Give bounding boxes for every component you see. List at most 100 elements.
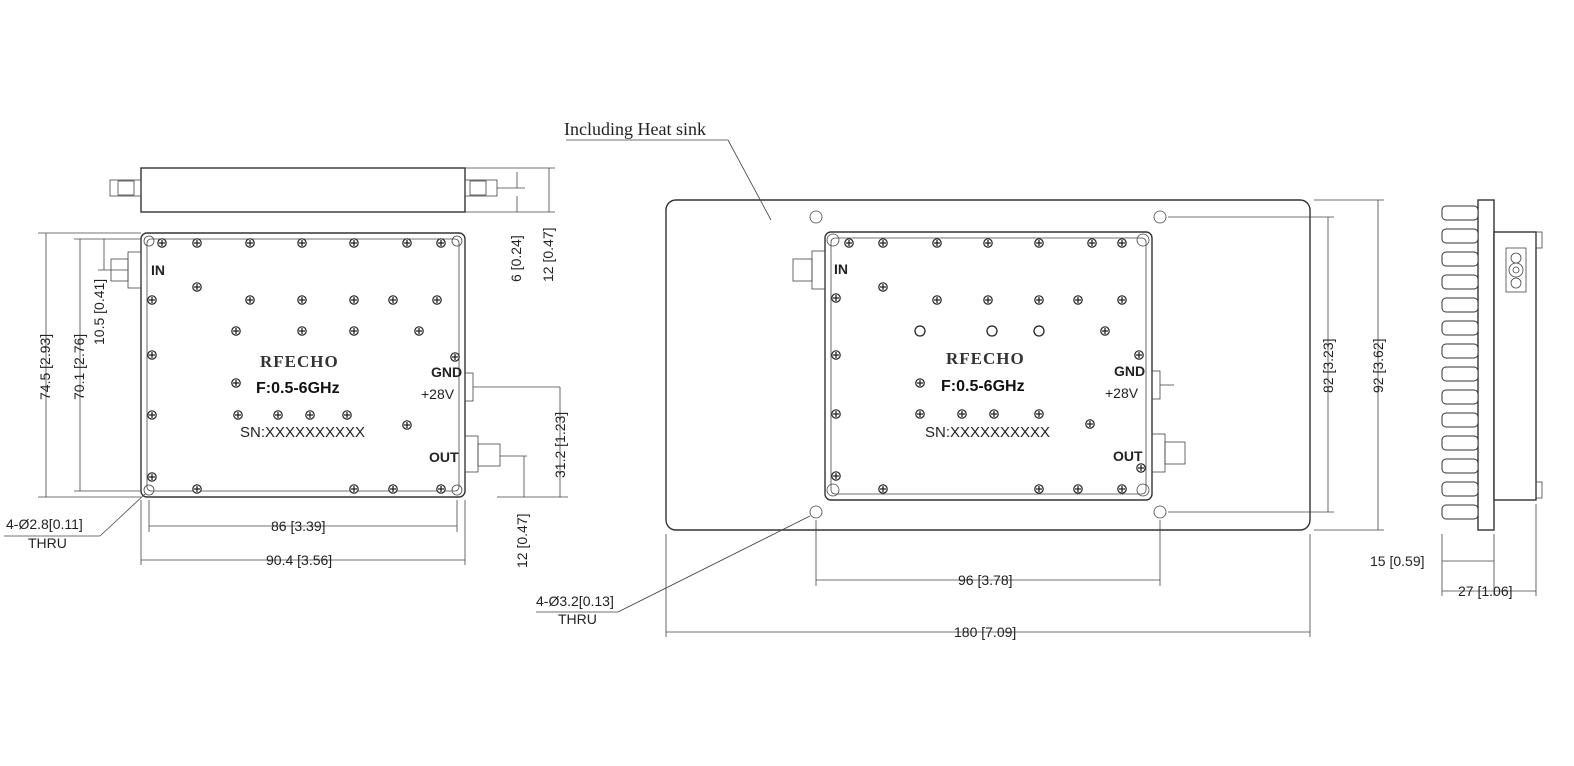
in-offset-dim: 10.5 [0.41]	[91, 279, 107, 345]
screw-cross	[434, 297, 440, 303]
screw-cross	[1089, 240, 1095, 246]
screw-cross	[275, 412, 281, 418]
screw-cross	[351, 328, 357, 334]
screw-cross	[1075, 297, 1081, 303]
heatsink-port-out-label: OUT	[1113, 448, 1143, 464]
screw-cross	[194, 240, 200, 246]
hole-callout-left: 4-Ø2.8[0.11]	[6, 516, 83, 532]
heatsink-module-screws	[831, 238, 1146, 494]
heatsink-module-brand: RFECHO	[946, 349, 1025, 368]
screw-cross	[934, 240, 940, 246]
side-height-dim: 12 [0.47]	[540, 228, 556, 283]
heatsink-fin	[1441, 228, 1479, 244]
screw-cross	[149, 474, 155, 480]
height-inner-dim: 70.1 [2.76]	[71, 334, 87, 400]
screw-cross	[404, 240, 410, 246]
screw-cross	[149, 297, 155, 303]
screw-cross	[194, 284, 200, 290]
mounting-hole	[1033, 325, 1045, 337]
height-total-dim: 74.5 [2.93]	[37, 334, 53, 400]
heatsink-fin	[1441, 274, 1479, 290]
heatsink-fin	[1441, 504, 1479, 520]
screw-cross	[404, 422, 410, 428]
screw-cross	[299, 297, 305, 303]
heatsink-fin	[1441, 251, 1479, 267]
screw-cross	[390, 297, 396, 303]
port-out-label: OUT	[429, 449, 459, 465]
screw-cross	[833, 295, 839, 301]
fin-depth-dim: 27 [1.06]	[1458, 583, 1513, 599]
screw-cross	[344, 412, 350, 418]
screw-cross	[149, 412, 155, 418]
screw-cross	[247, 297, 253, 303]
port-gnd-label: GND	[431, 364, 462, 380]
screw-cross	[1036, 240, 1042, 246]
heatsink-plate-view	[536, 139, 1384, 637]
screw-cross	[880, 240, 886, 246]
screw-cross	[1036, 411, 1042, 417]
heatsink-module-frequency: F:0.5-6GHz	[941, 378, 1025, 395]
module-screws	[147, 238, 460, 494]
heatsink-fin	[1441, 366, 1479, 382]
screw-cross	[985, 297, 991, 303]
screw-cross	[452, 354, 458, 360]
screw-cross	[880, 486, 886, 492]
plate-width-dim: 180 [7.09]	[954, 624, 1016, 640]
screw-cross	[235, 412, 241, 418]
screw-cross	[233, 380, 239, 386]
heatsink-port-gnd-label: GND	[1114, 363, 1145, 379]
screw-cross	[1119, 240, 1125, 246]
screw-cross	[1136, 352, 1142, 358]
module-serial: SN:XXXXXXXXXX	[240, 424, 365, 441]
screw-cross	[880, 284, 886, 290]
screw-cross	[1138, 465, 1144, 471]
heatsink-fin	[1441, 343, 1479, 359]
screw-cross	[917, 380, 923, 386]
mounting-hole	[986, 325, 998, 337]
module-brand: RFECHO	[260, 352, 339, 371]
heat-sink-note: Including Heat sink	[564, 119, 706, 139]
screw-cross	[1075, 486, 1081, 492]
screw-cross	[846, 240, 852, 246]
hole-spacing-y-dim: 82 [3.23]	[1320, 339, 1336, 394]
top-side-view	[109, 167, 555, 213]
screw-cross	[149, 352, 155, 358]
heatsink-fin	[1441, 320, 1479, 336]
width-total-dim: 90.4 [3.56]	[266, 552, 332, 568]
screw-cross	[1036, 297, 1042, 303]
heatsink-fin	[1441, 389, 1479, 405]
hole-spacing-x-dim: 96 [3.78]	[958, 572, 1013, 588]
screw-cross	[233, 328, 239, 334]
heatsink-port-power-label: +28V	[1105, 385, 1139, 401]
screw-cross	[1119, 486, 1125, 492]
heatsink-fin-side-view	[1441, 199, 1543, 596]
screw-cross	[991, 411, 997, 417]
screw-cross	[416, 328, 422, 334]
screw-cross	[1119, 297, 1125, 303]
screw-cross	[299, 328, 305, 334]
screw-cross	[1102, 328, 1108, 334]
heatsink-fin	[1441, 297, 1479, 313]
screw-cross	[833, 411, 839, 417]
port-in-label: IN	[151, 262, 165, 278]
heatsink-port-in-label: IN	[834, 261, 848, 277]
screw-cross	[159, 240, 165, 246]
plate-height-dim: 92 [3.62]	[1370, 339, 1386, 394]
fin-base-dim: 15 [0.59]	[1370, 553, 1425, 569]
port-power-label: +28V	[421, 386, 455, 402]
screw-cross	[194, 486, 200, 492]
screw-cross	[351, 297, 357, 303]
screw-cross	[1087, 421, 1093, 427]
heatsink-fin	[1441, 205, 1479, 221]
hole-callout-right: 4-Ø3.2[0.13]	[536, 593, 614, 609]
screw-cross	[247, 240, 253, 246]
module-frequency: F:0.5-6GHz	[256, 380, 340, 397]
left-dimension-lines	[4, 232, 568, 565]
screw-cross	[307, 412, 313, 418]
heatsink-fin	[1441, 458, 1479, 474]
hole-callout-left-thru: THRU	[28, 535, 67, 551]
mounting-hole	[914, 325, 926, 337]
screw-cross	[1036, 486, 1042, 492]
screw-cross	[390, 486, 396, 492]
